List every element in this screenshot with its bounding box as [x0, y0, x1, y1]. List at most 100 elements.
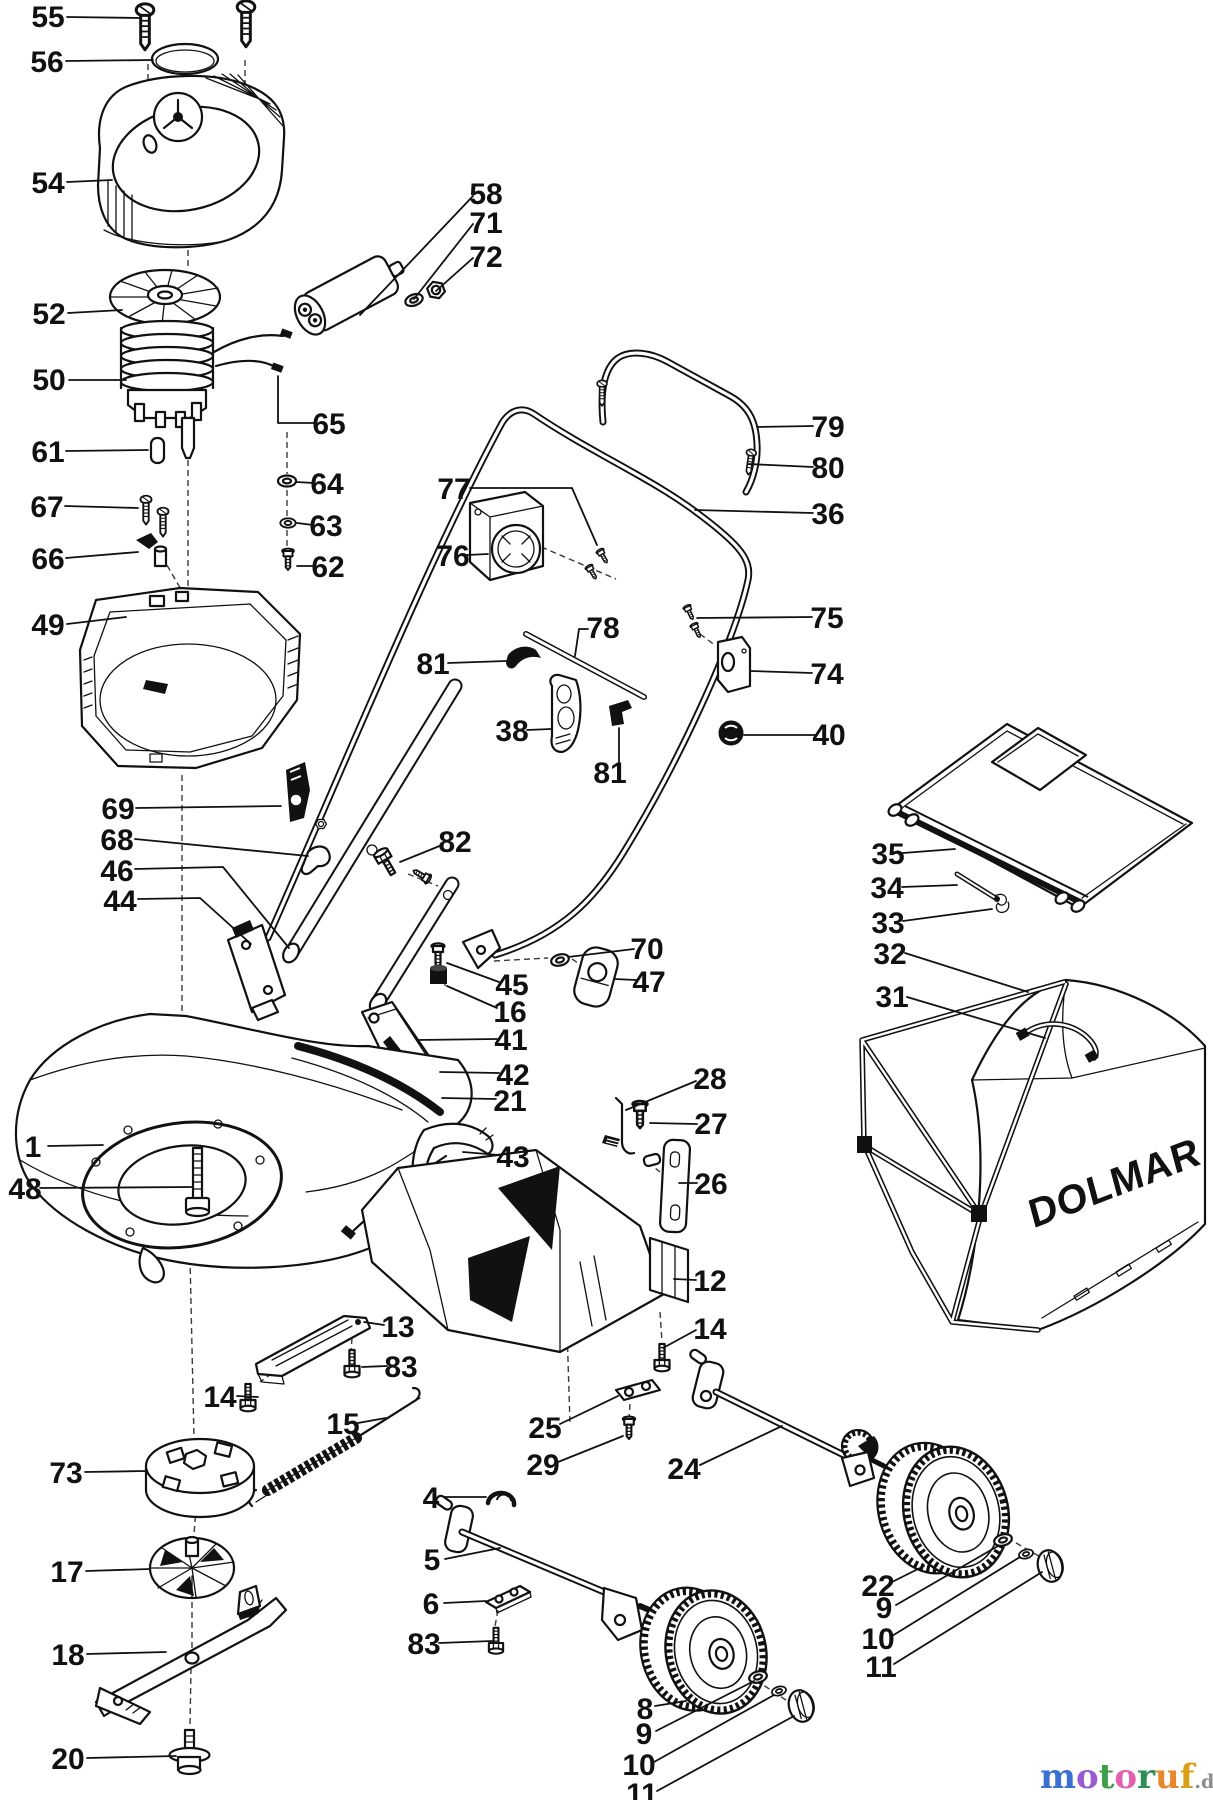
part-callout-20-19: 20 [51, 1743, 84, 1776]
part-callout-68-10: 68 [100, 824, 133, 857]
leader-line-74-37 [750, 670, 813, 674]
bolt-83a [343, 1348, 361, 1379]
part-callout-75-36: 75 [810, 602, 843, 635]
leader-line-33-41 [902, 908, 993, 922]
part-callout-41-47: 41 [494, 1024, 527, 1057]
screw-77b [583, 562, 601, 582]
part-callout-43-50: 43 [496, 1141, 529, 1174]
screw-62 [281, 547, 295, 571]
part-callout-10-74: 10 [861, 1623, 894, 1656]
motor-wires [212, 328, 293, 373]
bolt-45 [430, 942, 446, 969]
part-callout-8-68: 8 [637, 1693, 654, 1726]
leader-line-11-71 [656, 1715, 795, 1792]
leader-line-47-52 [613, 978, 637, 981]
part-callout-44-12: 44 [103, 885, 137, 918]
part-callout-35-39: 35 [871, 838, 904, 871]
washer-63 [279, 517, 297, 529]
engine-cover-part [96, 73, 286, 249]
rear-axle-part-24 [689, 1348, 887, 1488]
leader-line-22-72 [891, 1565, 925, 1583]
leader-line-21-49 [441, 1097, 497, 1100]
support-bar-part-44 [226, 920, 287, 1022]
part-callout-10-70: 10 [622, 1749, 655, 1782]
leader-line-44-12 [137, 897, 252, 945]
leader-line-1-13 [47, 1144, 104, 1147]
leader-line-14-15 [236, 1395, 259, 1398]
part-callout-72-22: 72 [469, 241, 502, 274]
hook-part-68 [300, 845, 331, 876]
leader-line-17-17 [85, 1568, 151, 1572]
upper-housing-part-49 [78, 586, 302, 770]
blade-holder-part-73 [144, 1437, 256, 1519]
part-callout-4-64: 4 [423, 1482, 440, 1515]
motor-part [119, 319, 215, 460]
part-callout-54-2: 54 [31, 167, 65, 200]
rear-guard-part-12 [360, 1148, 690, 1354]
part-callout-11-71: 11 [626, 1778, 658, 1800]
part-callout-36-35: 36 [811, 498, 844, 531]
leader-line-16-46 [446, 985, 498, 1009]
skid-part-13 [254, 1314, 372, 1385]
leader-line-11-75 [893, 1571, 1043, 1665]
part-callout-79-33: 79 [811, 411, 844, 444]
leader-line-46-11 [134, 866, 290, 949]
leader-line-41-47 [416, 1038, 498, 1041]
part-callout-73-16: 73 [49, 1457, 82, 1490]
blade-part-18 [94, 1584, 288, 1726]
deck-housing-part-1 [14, 1012, 473, 1284]
plate-part-26 [658, 1138, 692, 1234]
leader-line-77-27 [469, 487, 598, 546]
screw-near-82 [409, 865, 434, 886]
part-callout-38-31: 38 [495, 715, 528, 748]
part-callout-49-8: 49 [31, 609, 64, 642]
leader-line-80-34 [747, 463, 814, 468]
leader-line-65-23 [277, 375, 317, 424]
leader-line-63-25 [296, 522, 314, 526]
part-callout-80-34: 80 [811, 452, 844, 485]
leader-line-20-19 [86, 1755, 177, 1759]
part-callout-81-32: 81 [593, 757, 626, 790]
leader-line-43-50 [462, 1151, 500, 1156]
part-callout-32-42: 32 [873, 938, 906, 971]
part-callout-34-40: 34 [870, 872, 904, 905]
leader-line-31-43 [906, 996, 1046, 1039]
clip-part-33 [994, 893, 1010, 914]
leader-line-56-1 [65, 59, 154, 62]
part-callout-69-9: 69 [101, 793, 134, 826]
part-callout-76-28: 76 [436, 540, 469, 573]
switch-part-69 [286, 762, 310, 822]
leader-line-36-35 [694, 509, 814, 514]
hubcap-part-11r [1036, 1549, 1064, 1583]
hinge-rod-part-34 [954, 871, 1000, 902]
part-callout-33-41: 33 [871, 907, 904, 940]
part-callout-71-21: 71 [469, 207, 502, 240]
screw-75a [681, 602, 698, 622]
pin-part-61 [149, 436, 166, 465]
leader-line-83-67 [438, 1640, 493, 1644]
part-callout-22-72: 22 [861, 1570, 894, 1603]
part-callout-45-45: 45 [495, 969, 528, 1002]
cover-cap-inner [155, 49, 215, 73]
part-callout-50-4: 50 [32, 364, 65, 397]
part-callout-14-57: 14 [693, 1313, 727, 1346]
leader-line-83-62 [361, 1365, 388, 1368]
part-callout-81-29: 81 [416, 648, 449, 681]
part-callout-13-61: 13 [381, 1311, 414, 1344]
leader-line-27-54 [649, 1122, 698, 1125]
leader-line-24-60 [699, 1425, 783, 1466]
leader-line-15-63 [357, 1417, 387, 1424]
part-callout-55-0: 55 [31, 1, 64, 34]
leader-line-38-31 [526, 728, 552, 731]
leader-line-25-58 [559, 1395, 619, 1425]
leader-line-71-21 [413, 223, 474, 300]
part-callout-26-55: 26 [694, 1168, 727, 1201]
part-callout-46-11: 46 [100, 855, 133, 888]
leader-line-64-24 [295, 481, 315, 484]
leader-line-68-10 [134, 838, 309, 857]
part-callout-14-15: 14 [203, 1381, 237, 1414]
leader-line-9-73 [895, 1545, 999, 1606]
leader-line-61-5 [65, 449, 149, 452]
part-callout-42-48: 42 [496, 1059, 529, 1092]
